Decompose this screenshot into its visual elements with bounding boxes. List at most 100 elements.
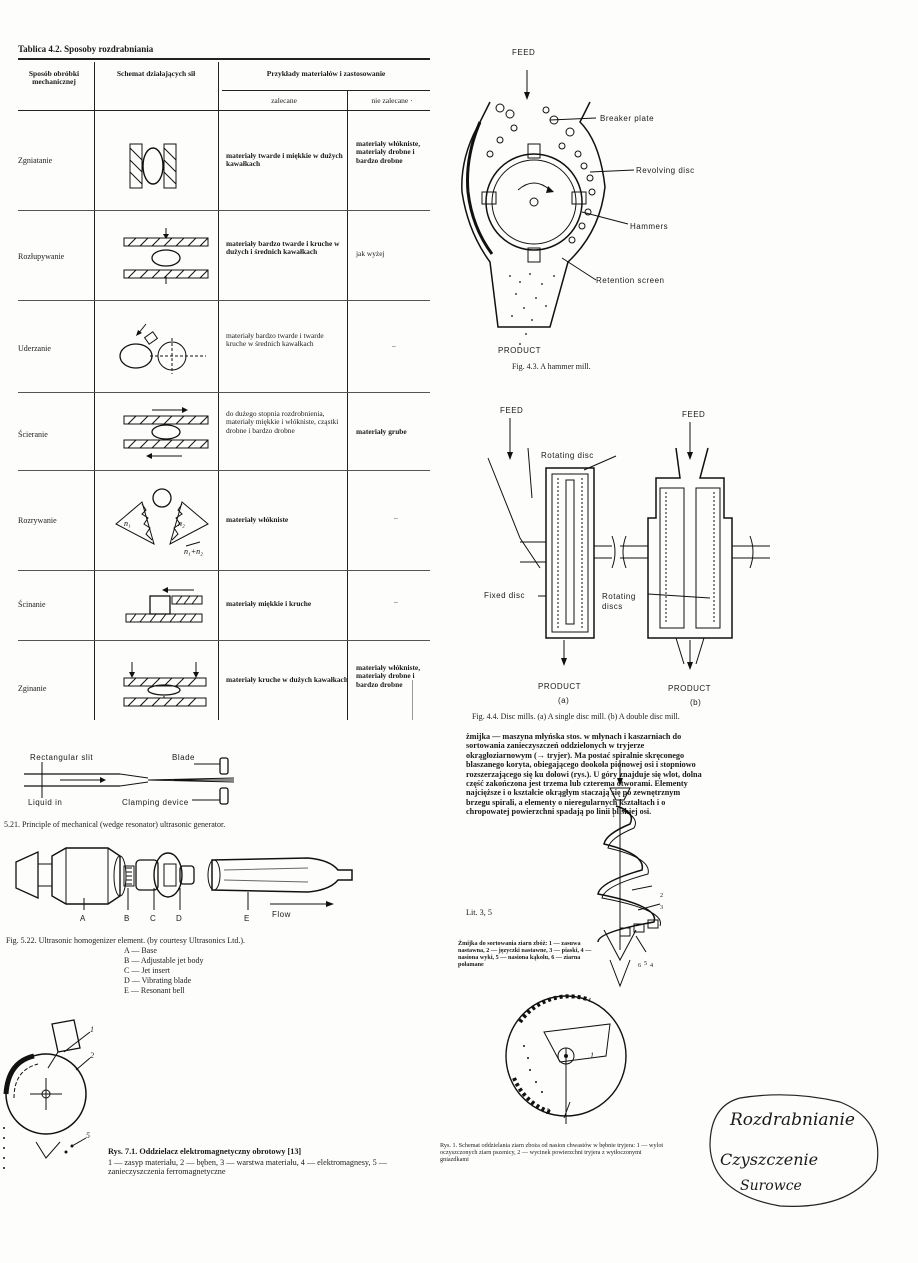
spiral-sorter-drawing xyxy=(597,760,661,988)
tryjer-number-1: 1 xyxy=(590,1051,594,1060)
wedge-resonator-drawing xyxy=(24,757,235,805)
legend-item: A — Base xyxy=(124,946,157,955)
zmijka-caption: Żmijka do sortowania ziarn zbóż: 1 — zas… xyxy=(458,940,592,968)
row-name-2: Rozłupywanie xyxy=(18,252,65,261)
handwritten-line-2: Czyszczenie xyxy=(720,1150,819,1169)
row-name-7: Zginanie xyxy=(18,684,47,693)
row-not-2: jak wyżej xyxy=(356,249,385,258)
liquid-in-label: Liquid in xyxy=(28,798,63,807)
disc-label-a: (a) xyxy=(558,696,570,705)
row-name-6: Ścinanie xyxy=(18,600,46,609)
row-rec-7: materiały kruche w dużych kawałkach xyxy=(226,675,348,684)
hammer-product-label: PRODUCT xyxy=(498,346,542,355)
disc-mills-drawing xyxy=(487,418,770,670)
legend-item: D — Vibrating blade xyxy=(124,976,192,985)
row-not-3: – xyxy=(392,341,396,350)
zmijka-number-3: 3 xyxy=(660,904,664,911)
legend-item: E — Resonant bell xyxy=(124,986,185,995)
clamping-label: Clamping device xyxy=(122,798,189,807)
tryjer-caption: Rys. 1. Schemat oddzielania ziarn zboża … xyxy=(440,1142,664,1163)
separator-number-5: 5 xyxy=(86,1131,90,1140)
zmijka-number-4: 4 xyxy=(650,962,654,969)
row-not-7: materiały włókniste, materiały drobne i … xyxy=(356,663,421,689)
tryjer-drawing xyxy=(505,994,627,1124)
row-name-5: Rozrywanie xyxy=(18,516,57,525)
slit-label: Rectangular slit xyxy=(30,753,94,762)
hammer-feed-label: FEED xyxy=(512,48,536,57)
handwritten-circle xyxy=(709,1094,879,1207)
ultrasonic-caption: 5.21. Principle of mechanical (wedge res… xyxy=(4,820,226,829)
row-name-3: Uderzanie xyxy=(18,344,51,353)
row-rec-5: materiały włókniste xyxy=(226,515,289,524)
table-title: Tablica 4.2. Sposoby rozdrabniania xyxy=(18,44,154,54)
homogenizer-legend: A — Base B — Adjustable jet body C — Jet… xyxy=(124,946,204,996)
disc-feed-b-label: FEED xyxy=(682,410,706,419)
row-rec-6: materiały miękkie i kruche xyxy=(226,599,312,608)
disc-feed-a-label: FEED xyxy=(500,406,524,415)
letter-d: D xyxy=(176,914,183,923)
legend-item: B — Adjustable jet body xyxy=(124,956,204,965)
letter-b: B xyxy=(124,914,130,923)
n1-label: n₁ xyxy=(124,519,131,528)
letter-c: C xyxy=(150,914,157,923)
letter-a: A xyxy=(80,914,86,923)
tryjer-number-2: 2 xyxy=(546,1107,550,1116)
header-schema: Schemat działających sił xyxy=(116,69,196,78)
separator-caption-body: 1 — zasyp materiału, 2 — bęben, 3 — wars… xyxy=(108,1158,387,1177)
hammer-mill-caption: Fig. 4.3. A hammer mill. xyxy=(512,362,591,371)
hammer-mill-drawing xyxy=(461,70,635,345)
row-not-5: – xyxy=(394,513,398,522)
row-name-1: Zgniatanie xyxy=(18,156,53,165)
homogenizer-caption: Fig. 5.22. Ultrasonic homogenizer elemen… xyxy=(6,936,246,945)
legend-item: C — Jet insert xyxy=(124,966,170,975)
n2-label: n₂ xyxy=(178,519,185,528)
header-examples: Przykłady materiałów i zastosowanie xyxy=(266,69,386,78)
electromagnetic-separator-drawing xyxy=(3,1019,91,1169)
zmijka-number-2: 2 xyxy=(660,892,664,899)
separator-caption-title: Rys. 7.1. Oddzielacz elektromagnetyczny … xyxy=(108,1147,302,1156)
splitting-schema xyxy=(123,228,209,284)
rotating-disc-label: Rotating disc xyxy=(541,451,594,460)
rotating-discs-label: Rotating discs xyxy=(602,592,636,611)
zmijka-number-6: 6 xyxy=(638,962,642,969)
header-method: Sposób obróbki mechanicznej xyxy=(28,69,80,86)
row-rec-1: materiały twarde i miękkie w dużych kawa… xyxy=(226,151,343,169)
row-rec-2: materiały bardzo twarde i kruche w dużyc… xyxy=(226,239,340,257)
fixed-disc-label: Fixed disc xyxy=(484,591,526,600)
handwritten-line-1: Rozdrabnianie xyxy=(730,1110,855,1130)
row-not-6: – xyxy=(394,597,398,606)
shearing-schema xyxy=(125,587,203,623)
revolving-disc-label: Revolving disc xyxy=(636,166,695,175)
row-rec-4: do dużego stopnia rozdrobnienia, materia… xyxy=(226,409,339,435)
row-name-4: Ścieranie xyxy=(18,430,48,439)
disc-mill-caption: Fig. 4.4. Disc mills. (a) A single disc … xyxy=(472,712,680,721)
flow-label: Flow xyxy=(272,910,291,919)
impact-schema xyxy=(119,323,206,374)
letter-e: E xyxy=(244,914,250,923)
abrasion-schema xyxy=(123,407,209,459)
disc-product-b-label: PRODUCT xyxy=(668,684,712,693)
zmijka-number-5: 5 xyxy=(644,960,648,967)
retention-screen-label: Retention screen xyxy=(596,276,665,285)
disc-product-a-label: PRODUCT xyxy=(538,682,582,691)
zmijka-number-1: 1 xyxy=(612,812,616,819)
zmijka-text: żmijka — maszyna młyńska stos. w młynach… xyxy=(466,732,702,817)
handwritten-line-3: Surowce xyxy=(740,1178,802,1194)
separator-number-2: 2 xyxy=(90,1051,94,1060)
row-not-1: materiały włókniste, materiały drobne i … xyxy=(356,139,421,165)
header-not-recommended: nie zalecane · xyxy=(371,96,413,105)
breaker-plate-label: Breaker plate xyxy=(600,114,655,123)
bending-schema xyxy=(123,662,207,707)
header-recommended: zalecane xyxy=(271,96,297,105)
separator-number-1: 1 xyxy=(90,1025,94,1034)
hammers-label: Hammers xyxy=(630,222,669,231)
row-rec-3: materiały bardzo twarde i twarde kruche … xyxy=(226,331,324,349)
tearing-schema: n₁ n₂ n₁+n₂ xyxy=(115,488,209,556)
disc-label-b: (b) xyxy=(690,698,702,707)
nsum-label: n₁+n₂ xyxy=(184,547,203,556)
homogenizer-drawing xyxy=(15,847,353,910)
blade-label: Blade xyxy=(172,753,195,762)
crushing-schema xyxy=(129,143,177,189)
zmijka-lit: Lit. 3, 5 xyxy=(466,908,492,917)
row-not-4: materiały grube xyxy=(356,427,407,436)
